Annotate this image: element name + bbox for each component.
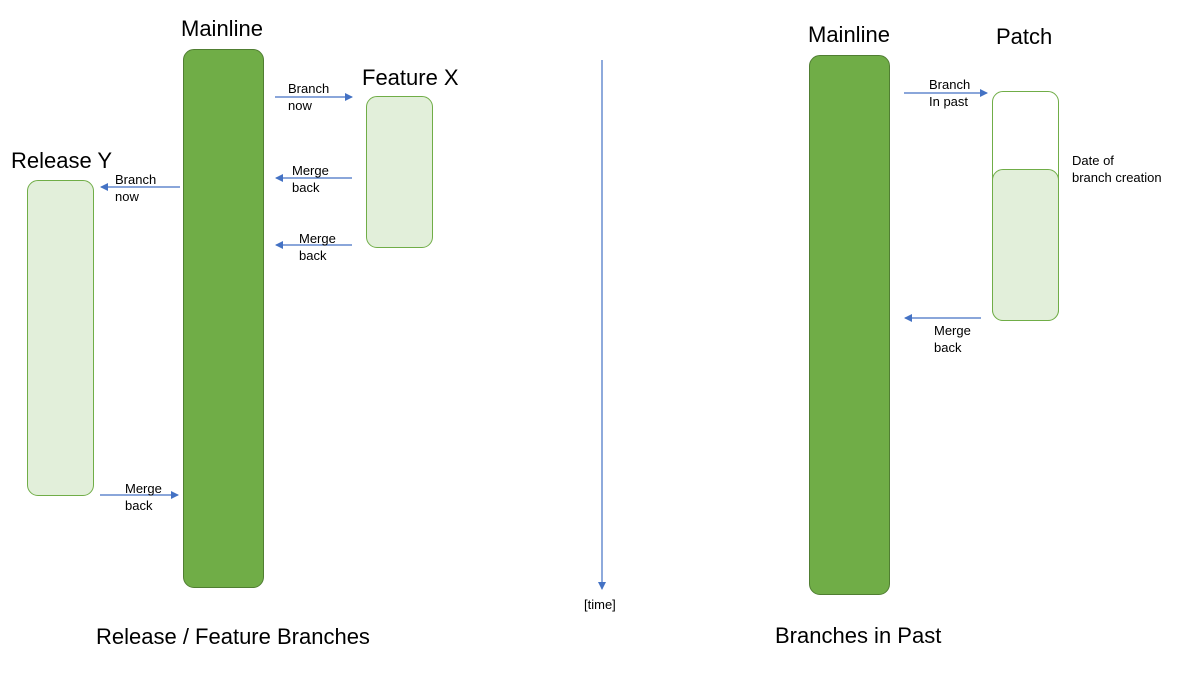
feature-branch-bar [366,96,433,248]
patch-merge-label: Merge back [934,323,971,355]
feature-title: Feature X [362,65,459,90]
patch-branch-label: Branch In past [929,77,971,109]
right-caption: Branches in Past [775,623,942,648]
release-branch-bar [27,180,94,496]
patch-branch-bar [992,169,1059,321]
release-branch-label: Branch now [115,172,157,204]
right-mainline-bar [809,55,890,595]
release-merge-label: Merge back [125,481,162,513]
patch-title: Patch [996,24,1053,49]
feature-merge-label-1: Merge back [292,163,329,195]
left-mainline-title: Mainline [181,16,263,41]
release-title: Release Y [11,148,113,173]
time-label: [time] [584,597,616,612]
right-mainline-title: Mainline [808,22,890,47]
feature-merge-label-2: Merge back [299,231,336,263]
left-mainline-bar [183,49,264,588]
patch-date-label: Date of branch creation [1072,153,1162,185]
left-caption: Release / Feature Branches [96,624,370,649]
feature-branch-label: Branch now [288,81,330,113]
